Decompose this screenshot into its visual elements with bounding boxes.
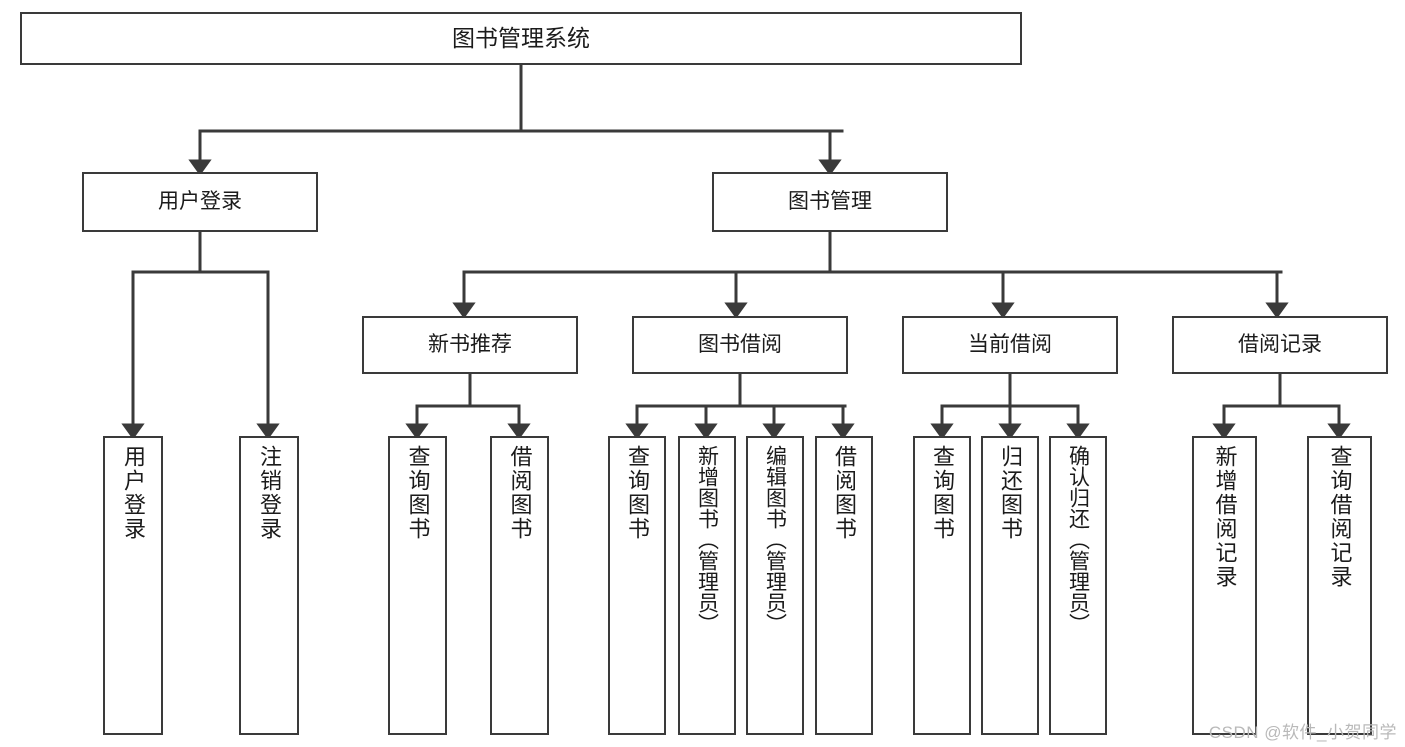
node-book-management[interactable]: 图书管理 — [712, 172, 948, 232]
node-new-book-recommendation[interactable]: 新书推荐 — [362, 316, 578, 374]
leaf-query-borrow-record[interactable]: 查询借阅记录 — [1307, 436, 1372, 735]
node-current-borrowing[interactable]: 当前借阅 — [902, 316, 1118, 374]
node-label: 注销登录 — [257, 445, 282, 541]
node-user-login[interactable]: 用户登录 — [82, 172, 318, 232]
csdn-watermark: CSDN @软件_小贺同学 — [1208, 723, 1397, 742]
leaf-logout-login[interactable]: 注销登录 — [239, 436, 299, 735]
node-label: 图书管理 — [788, 189, 872, 213]
leaf-borrow-books-borrow[interactable]: 借阅图书 — [815, 436, 873, 735]
node-label: 图书借阅 — [698, 332, 782, 356]
node-label: 查询借阅记录 — [1327, 445, 1353, 589]
node-label: 查询图书 — [930, 445, 955, 541]
node-label: 编辑图书（管理员） — [763, 445, 787, 634]
leaf-user-login[interactable]: 用户登录 — [103, 436, 163, 735]
leaf-add-borrow-record[interactable]: 新增借阅记录 — [1192, 436, 1257, 735]
node-label: 借阅图书 — [832, 445, 857, 541]
leaf-edit-book-admin[interactable]: 编辑图书（管理员） — [746, 436, 804, 735]
node-label: 当前借阅 — [968, 332, 1052, 356]
node-label: 借阅图书 — [507, 445, 533, 541]
node-label: 查询图书 — [405, 445, 431, 541]
leaf-query-books-borrow[interactable]: 查询图书 — [608, 436, 666, 735]
node-book-borrowing[interactable]: 图书借阅 — [632, 316, 848, 374]
node-label: 图书管理系统 — [452, 25, 590, 52]
node-label: 查询图书 — [625, 445, 650, 541]
leaf-return-books[interactable]: 归还图书 — [981, 436, 1039, 735]
node-borrowing-records[interactable]: 借阅记录 — [1172, 316, 1388, 374]
leaf-borrow-books-new[interactable]: 借阅图书 — [490, 436, 549, 735]
node-label: 借阅记录 — [1238, 332, 1322, 356]
node-label: 用户登录 — [158, 189, 242, 213]
leaf-query-books-new[interactable]: 查询图书 — [388, 436, 447, 735]
leaf-confirm-return-admin[interactable]: 确认归还（管理员） — [1049, 436, 1107, 735]
node-label: 归还图书 — [998, 445, 1023, 541]
leaf-add-book-admin[interactable]: 新增图书（管理员） — [678, 436, 736, 735]
node-label: 新书推荐 — [428, 332, 512, 356]
node-root-book-management-system[interactable]: 图书管理系统 — [20, 12, 1022, 65]
node-label: 新增借阅记录 — [1212, 445, 1238, 589]
node-label: 用户登录 — [121, 445, 146, 541]
node-label: 新增图书（管理员） — [695, 445, 719, 634]
leaf-query-books-current[interactable]: 查询图书 — [913, 436, 971, 735]
node-label: 确认归还（管理员） — [1066, 445, 1090, 634]
